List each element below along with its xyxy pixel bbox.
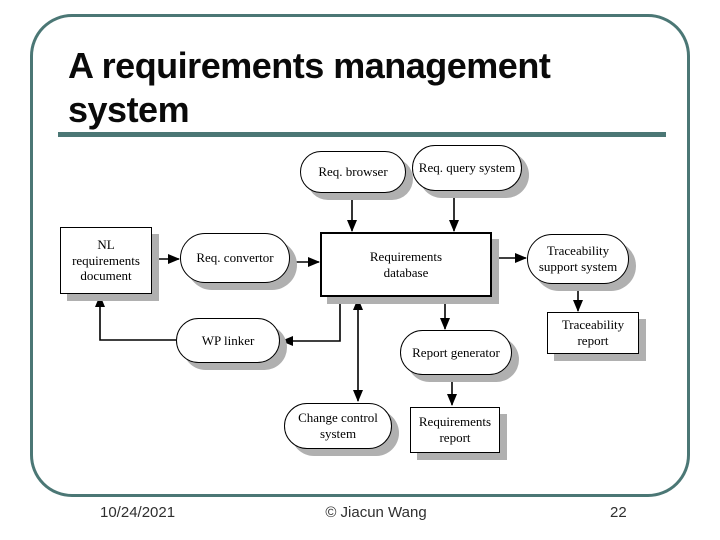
slide-title: A requirements management system	[68, 45, 551, 130]
slide-border-frame	[30, 14, 690, 497]
node-wp-linker: WP linker	[176, 318, 280, 363]
node-req-browser-label: Req. browser	[318, 164, 388, 180]
node-requirements-report-label: Requirements report	[418, 414, 492, 445]
node-traceability-report-label: Traceability report	[561, 317, 625, 348]
node-nl-requirements-document-label: NL requirements document	[72, 236, 140, 284]
footer-page-number: 22	[610, 504, 627, 521]
node-traceability-support-system: Traceability support system	[527, 234, 629, 284]
node-change-control-system: Change control system	[284, 403, 392, 449]
node-req-convertor: Req. convertor	[180, 233, 290, 283]
node-wp-linker-label: WP linker	[201, 332, 255, 348]
node-report-generator: Report generator	[400, 330, 512, 375]
footer-copyright: © Jiacun Wang	[325, 504, 427, 521]
node-traceability-report: Traceability report	[547, 312, 639, 354]
node-requirements-report: Requirements report	[410, 407, 500, 453]
node-req-convertor-label: Req. convertor	[196, 250, 274, 266]
node-req-query-system: Req. query system	[412, 145, 522, 191]
node-nl-requirements-document: NL requirements document	[60, 227, 152, 294]
title-underline	[58, 132, 666, 137]
node-report-generator-label: Report generator	[412, 344, 500, 360]
node-requirements-database-label: Requirements database	[369, 248, 443, 280]
footer-date: 10/24/2021	[100, 504, 176, 521]
node-req-query-system-label: Req. query system	[418, 160, 516, 176]
node-change-control-system-label: Change control system	[298, 410, 378, 441]
node-requirements-database: Requirements database	[320, 232, 492, 297]
node-traceability-support-system-label: Traceability support system	[538, 243, 618, 274]
node-req-browser: Req. browser	[300, 151, 406, 193]
